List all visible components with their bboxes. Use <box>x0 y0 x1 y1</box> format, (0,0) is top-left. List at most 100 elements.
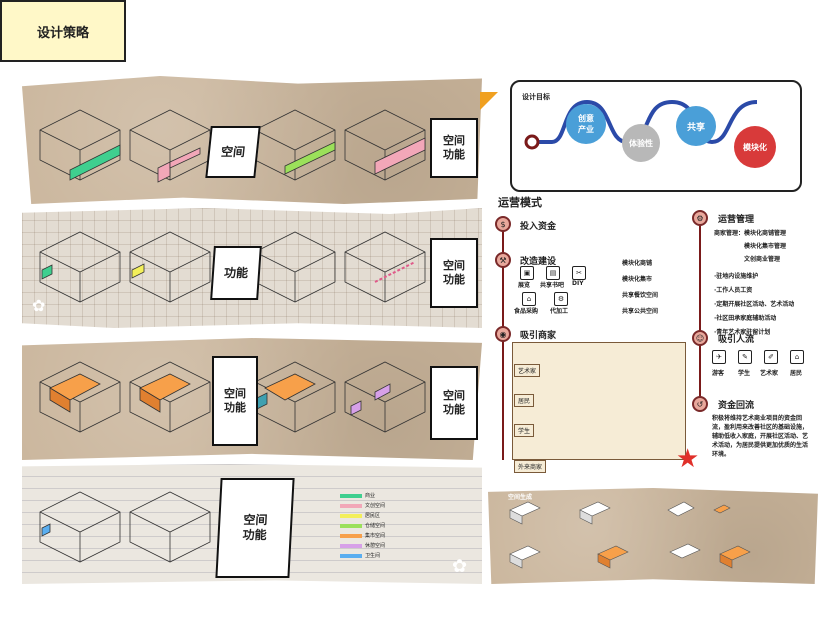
row1-tag2: 空间 功能 <box>430 118 478 178</box>
iso-block <box>129 491 211 563</box>
goal-circle-2: 体验性 <box>622 124 660 162</box>
legend-label: 居民区 <box>365 513 381 519</box>
people-item: 艺术家 <box>760 370 779 377</box>
module-item: 共享餐饮空间 <box>622 292 659 299</box>
merchant-tag: 居民 <box>514 394 535 407</box>
legend-label: 商业 <box>365 493 376 499</box>
legend-swatch <box>340 493 362 498</box>
invest-icon: $ <box>495 216 511 232</box>
iso-block <box>344 361 426 433</box>
row3-tag1: 空间 功能 <box>212 356 258 446</box>
legend-swatch <box>340 533 362 538</box>
legend-swatch <box>340 503 362 508</box>
manage-line: ·社区田承家庭辅助活动 <box>714 315 777 322</box>
manage-list: 商家管理：模块化商铺管理 模块化集市管理 文创商业管理 ·驻地内设施维护 ·工作… <box>714 228 824 336</box>
iso-block <box>254 361 336 433</box>
legend-swatch <box>340 523 362 528</box>
people-item: 游客 <box>712 370 725 377</box>
iso-block <box>39 109 121 181</box>
manage-line: ·工作人员工资 <box>714 287 753 294</box>
iso-block <box>344 231 426 303</box>
legend-item: 仓储空间 <box>340 522 385 529</box>
build-item: 共享书吧 <box>540 282 565 289</box>
iso-block <box>129 231 211 303</box>
page-title-box: 设计策略 <box>0 0 126 62</box>
legend-item: 集市空间 <box>340 532 385 539</box>
book-icon: ▤ <box>546 266 560 280</box>
manage-line: 文创商业管理 <box>744 256 781 263</box>
fund-icon: ↺ <box>692 396 708 412</box>
manage-line: ·驻地内设施维护 <box>714 273 759 280</box>
legend-item: 居民区 <box>340 512 380 519</box>
manage-line: ·青年艺术家驻留计划 <box>714 329 771 336</box>
merchant-tag: 艺术家 <box>514 364 541 377</box>
manage-line: ·定期开展社区活动、艺术活动 <box>714 301 795 308</box>
manage-label: 运营管理 <box>718 215 755 225</box>
row2-tag2: 空间 功能 <box>430 238 478 308</box>
module-item: 模块化商铺 <box>622 260 653 267</box>
goal-circle-4: 模块化 <box>734 126 776 168</box>
fund-text: 积极将维持艺术商业项目的资金回流，盈利用来改善社区的基础设施，辅助低收入家庭，开… <box>712 415 809 458</box>
build-label: 改造建设 <box>520 257 557 267</box>
goal-path <box>524 99 758 150</box>
manage-line: 模块化集市管理 <box>744 243 787 250</box>
legend-label: 仓储空间 <box>365 523 386 529</box>
build-item: 展览 <box>518 282 531 289</box>
legend-label: 集市空间 <box>365 533 386 539</box>
iso-block <box>344 109 426 181</box>
gallery-icon: ▣ <box>520 266 534 280</box>
merchant-tag: 外来商家 <box>514 460 547 473</box>
student-icon: ✎ <box>738 350 752 364</box>
legend-item: 卫生间 <box>340 552 380 559</box>
row3-tag2: 空间 功能 <box>430 366 478 440</box>
fund-label: 资金回流 <box>718 401 755 411</box>
design-goal-label: 设计目标 <box>522 93 550 101</box>
legend-label: 文创空间 <box>365 503 386 509</box>
design-goal-panel: 设计目标 创意 产业 体验性 共享 模块化 <box>510 80 802 192</box>
star-icon: ★ <box>676 444 700 474</box>
diy-icon: ✂ <box>572 266 586 280</box>
attract-icon: ◉ <box>495 326 511 342</box>
legend-label: 休憩空间 <box>365 543 386 549</box>
legend-item: 文创空间 <box>340 502 385 509</box>
corner-triangle-icon <box>480 92 498 110</box>
ops-title: 运营模式 <box>498 196 542 209</box>
generation-label: 空间生成 <box>508 494 533 501</box>
attract-label: 吸引商家 <box>520 331 557 341</box>
merchant-tag: 学生 <box>514 424 535 437</box>
build-item: DIY <box>572 280 584 287</box>
legend-item: 休憩空间 <box>340 542 385 549</box>
legend-item: 商业 <box>340 492 375 499</box>
people-label: 吸引人流 <box>718 335 755 345</box>
people-item: 居民 <box>790 370 803 377</box>
module-item: 共享公共空间 <box>622 308 659 315</box>
build-item: 代加工 <box>550 308 569 315</box>
shopping-icon: ⌂ <box>522 292 536 306</box>
people-icon: ☺ <box>692 330 708 346</box>
legend-swatch <box>340 543 362 548</box>
factory-icon: ⚙ <box>554 292 568 306</box>
people-item: 学生 <box>738 370 751 377</box>
goal-circle-1: 创意 产业 <box>566 104 606 144</box>
flower-icon: ✿ <box>32 296 46 315</box>
manage-line: 商家管理：模块化商铺管理 <box>714 230 787 237</box>
artist-icon: ✐ <box>764 350 778 364</box>
merchant-box <box>512 342 686 460</box>
page-title: 设计策略 <box>36 25 89 41</box>
build-icon: ⚒ <box>495 252 511 268</box>
manage-icon: ⚙ <box>692 210 708 226</box>
iso-block <box>129 361 211 433</box>
generation-paper <box>488 488 818 584</box>
tourist-icon: ✈ <box>712 350 726 364</box>
generation-drawings <box>509 501 751 569</box>
module-item: 模块化集市 <box>622 276 653 283</box>
iso-block <box>39 491 121 563</box>
build-item: 食品采购 <box>514 308 539 315</box>
resident-icon: ⌂ <box>790 350 804 364</box>
iso-block <box>39 231 121 303</box>
goal-circle-3: 共享 <box>676 106 716 146</box>
legend-swatch <box>340 513 362 518</box>
flower-icon: ✿ <box>452 556 468 577</box>
invest-label: 投入资金 <box>520 222 557 232</box>
legend-swatch <box>340 553 362 558</box>
